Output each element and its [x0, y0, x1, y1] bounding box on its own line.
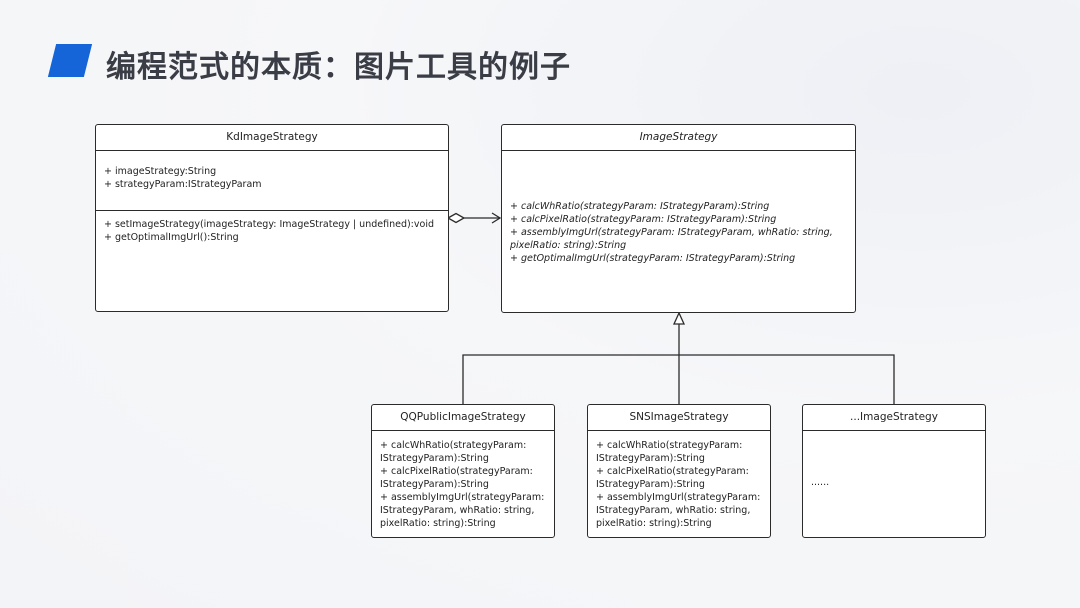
- class-sns-image-strategy: SNSImageStrategy + calcWhRatio(strategyP…: [587, 404, 771, 538]
- methods-section: + calcWhRatio(strategyParam: IStrategyPa…: [372, 431, 554, 534]
- class-image-strategy: ImageStrategy + calcWhRatio(strategyPara…: [501, 124, 856, 313]
- attributes-section: + imageStrategy:String + strategyParam:I…: [96, 151, 448, 211]
- method: + assemblyImgUrl(strategyParam: IStrateg…: [510, 227, 833, 251]
- ellipsis-text: ......: [811, 477, 830, 488]
- method: + getOptimalImgUrl(strategyParam: IStrat…: [510, 253, 796, 264]
- method: + assemblyImgUrl(strategyParam: IStrateg…: [380, 492, 545, 529]
- inheritance-triangle-arrowhead: [672, 311, 686, 325]
- attribute: + imageStrategy:String: [104, 166, 217, 177]
- method: + calcWhRatio(strategyParam: IStrategyPa…: [510, 201, 770, 212]
- method: + calcPixelRatio(strategyParam: IStrateg…: [510, 214, 777, 225]
- methods-section: + calcWhRatio(strategyParam: IStrategyPa…: [502, 151, 855, 269]
- class-other-image-strategy: ...ImageStrategy ......: [802, 404, 986, 538]
- class-name: ImageStrategy: [502, 125, 855, 151]
- class-name: KdImageStrategy: [96, 125, 448, 151]
- method: + assemblyImgUrl(strategyParam: IStrateg…: [596, 492, 761, 529]
- method: + calcWhRatio(strategyParam: IStrategyPa…: [380, 440, 527, 464]
- aggregation-diamond: [446, 212, 466, 224]
- class-name: ...ImageStrategy: [803, 405, 985, 431]
- method: + setImageStrategy(imageStrategy: ImageS…: [104, 219, 434, 230]
- attribute: + strategyParam:IStrategyParam: [104, 179, 262, 190]
- aggregation-connector: [446, 212, 502, 224]
- method: + getOptimalImgUrl():String: [104, 232, 239, 243]
- methods-section: + calcWhRatio(strategyParam: IStrategyPa…: [588, 431, 770, 534]
- method: + calcPixelRatio(strategyParam: IStrateg…: [380, 466, 533, 490]
- class-kd-image-strategy: KdImageStrategy + imageStrategy:String +…: [95, 124, 449, 312]
- class-name: SNSImageStrategy: [588, 405, 770, 431]
- inheritance-connector: [462, 311, 895, 404]
- method: + calcWhRatio(strategyParam: IStrategyPa…: [596, 440, 743, 464]
- methods-section: + setImageStrategy(imageStrategy: ImageS…: [96, 211, 448, 248]
- method: + calcPixelRatio(strategyParam: IStrateg…: [596, 466, 749, 490]
- slide-title: 编程范式的本质：图片工具的例子: [106, 50, 571, 85]
- aggregation-arrowhead: [491, 212, 502, 224]
- class-name: QQPublicImageStrategy: [372, 405, 554, 431]
- methods-section: ......: [803, 431, 985, 493]
- class-qq-public-image-strategy: QQPublicImageStrategy + calcWhRatio(stra…: [371, 404, 555, 538]
